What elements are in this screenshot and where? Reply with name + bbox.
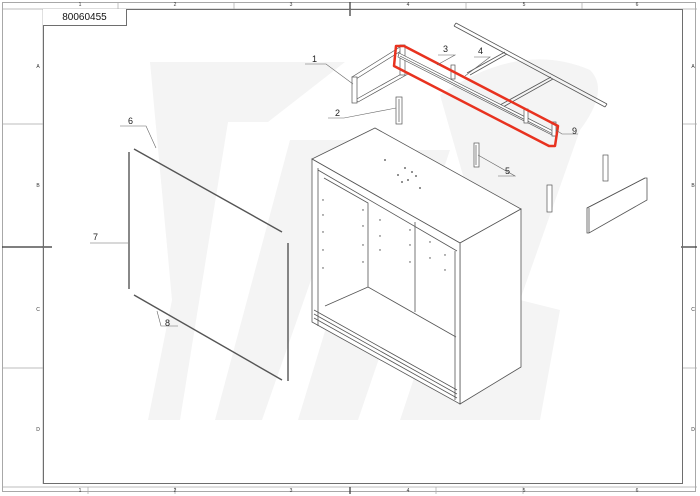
zone-row-d-left: D xyxy=(36,427,40,433)
part-number-box: 80060455 xyxy=(43,9,127,26)
callout-7: 7 xyxy=(93,232,98,242)
callout-4: 4 xyxy=(478,46,483,56)
leader-lines xyxy=(90,54,578,327)
zone-row-a-left: A xyxy=(36,64,40,70)
cabinet-holes xyxy=(322,159,446,271)
zone-row-c-left: C xyxy=(36,307,40,313)
zone-col-2-bottom: 2 xyxy=(173,488,177,494)
part-6-top-strip xyxy=(133,148,283,233)
zone-col-6-top: 6 xyxy=(635,2,639,8)
panel-edge-strips xyxy=(128,148,289,381)
callout-2: 2 xyxy=(335,108,340,118)
callout-6: 6 xyxy=(128,116,133,126)
zone-row-b-right: B xyxy=(691,183,695,189)
part-2-bracket xyxy=(395,96,403,125)
part-number: 80060455 xyxy=(62,11,107,23)
zone-row-d-right: D xyxy=(691,427,695,433)
extra-brackets xyxy=(546,154,609,213)
callout-9: 9 xyxy=(572,126,577,136)
plinth-panel xyxy=(586,177,648,234)
zone-col-5-bottom: 5 xyxy=(522,488,526,494)
zone-col-1-bottom: 1 xyxy=(78,488,82,494)
callout-8: 8 xyxy=(165,318,170,328)
callout-labels: 1 2 3 4 5 6 7 8 9 xyxy=(93,44,577,328)
callout-5: 5 xyxy=(505,166,510,176)
zone-col-3-bottom: 3 xyxy=(289,488,293,494)
zone-col-1-top: 1 xyxy=(78,2,82,8)
zone-col-5-top: 5 xyxy=(522,2,526,8)
zone-row-a-right: A xyxy=(691,64,695,70)
part-5-bracket xyxy=(473,142,480,168)
callout-1: 1 xyxy=(312,54,317,64)
part-8-bottom-strip xyxy=(133,294,283,381)
zone-col-2-top: 2 xyxy=(173,2,177,8)
zone-col-6-bottom: 6 xyxy=(635,488,639,494)
zone-col-3-top: 3 xyxy=(289,2,293,8)
highlight-box xyxy=(392,44,560,148)
cabinet-body xyxy=(311,127,522,405)
zone-row-b-left: B xyxy=(36,183,40,189)
zone-col-4-top: 4 xyxy=(406,2,410,8)
zone-row-c-right: C xyxy=(691,307,695,313)
callout-3: 3 xyxy=(443,44,448,54)
drawing-frame xyxy=(43,9,683,484)
zone-col-4-bottom: 4 xyxy=(406,488,410,494)
